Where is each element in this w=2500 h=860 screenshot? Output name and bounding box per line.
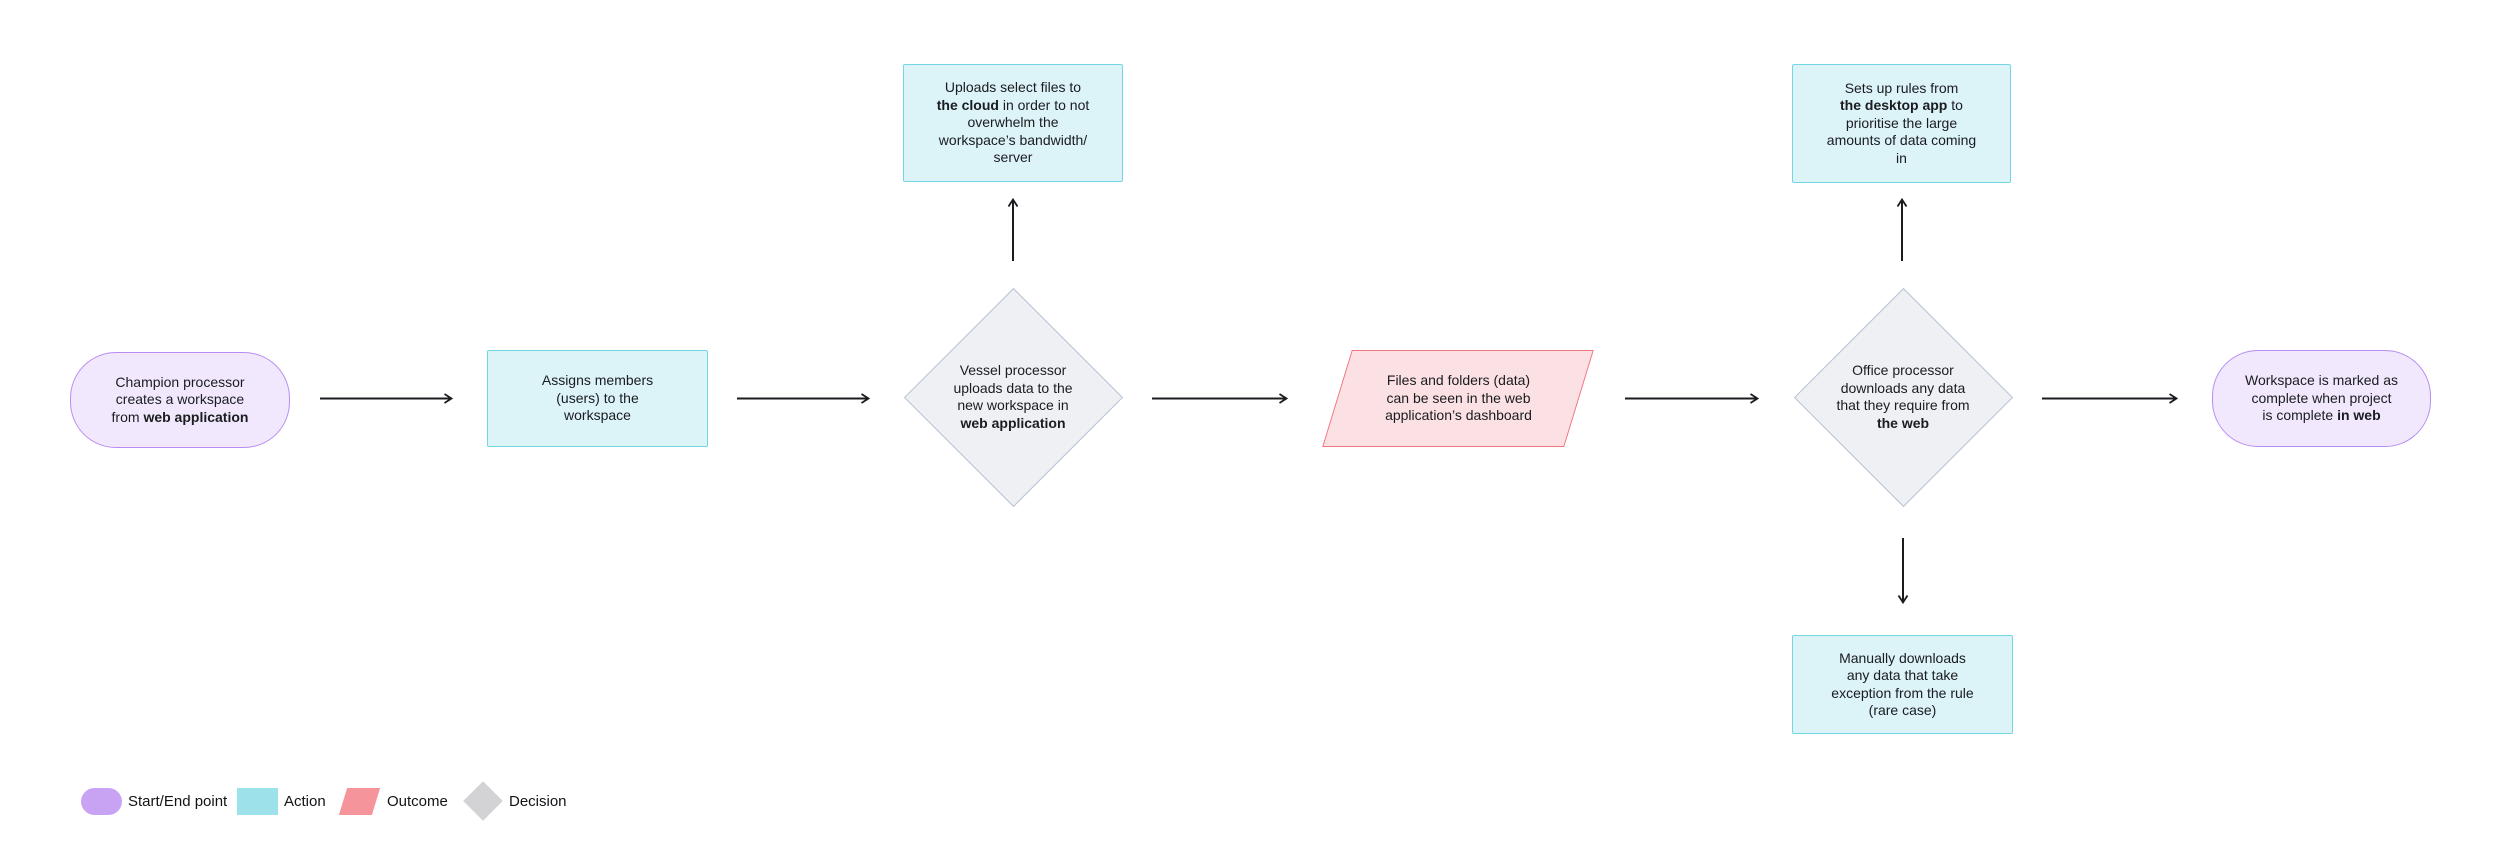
legend: Start/End point Action Outcome Decision [0,781,700,821]
action-swatch [237,787,278,815]
node-office-decision[interactable]: Office processor downloads any data that… [1793,287,2013,507]
legend-item-outcome: Outcome [338,781,448,821]
start-end-swatch [81,787,122,815]
outcome-swatch [338,787,381,815]
decision-swatch [463,781,503,821]
legend-item-start-end: Start/End point [81,781,227,821]
node-setup-rules[interactable]: Sets up rules from the desktop app to pr… [1792,64,2011,183]
node-vessel-decision-label: Vessel processor uploads data to the new… [953,362,1073,431]
legend-item-label: Start/End point [128,792,228,810]
node-assign-members-label: Assigns members (users) to the workspace [541,372,654,424]
node-upload-select-files[interactable]: Uploads select files to the cloud in ord… [903,64,1123,182]
node-setup-rules-label: Sets up rules from the desktop app to pr… [1826,79,1977,166]
legend-item-decision: Decision [463,781,567,821]
legend-item-label: Decision [509,792,567,810]
node-end[interactable]: Workspace is marked as complete when pro… [2212,350,2431,447]
node-start-label: Champion processor creates a workspace f… [111,373,249,425]
node-vessel-decision[interactable]: Vessel processor uploads data to the new… [903,287,1123,507]
legend-item-label: Outcome [387,792,448,810]
node-manual-download[interactable]: Manually downloads any data that take ex… [1792,635,2013,734]
node-upload-select-files-label: Uploads select files to the cloud in ord… [936,79,1090,166]
node-assign-members[interactable]: Assigns members (users) to the workspace [487,350,708,447]
node-office-decision-label: Office processor downloads any data that… [1836,362,1970,431]
legend-item-action: Action [237,781,326,821]
node-end-label: Workspace is marked as complete when pro… [2244,372,2398,424]
node-start[interactable]: Champion processor creates a workspace f… [70,352,290,448]
node-files-outcome[interactable]: Files and folders (data) can be seen in … [1322,350,1595,447]
legend-item-label: Action [284,792,326,810]
node-files-outcome-label: Files and folders (data) can be seen in … [1385,372,1532,424]
node-manual-download-label: Manually downloads any data that take ex… [1831,649,1974,719]
